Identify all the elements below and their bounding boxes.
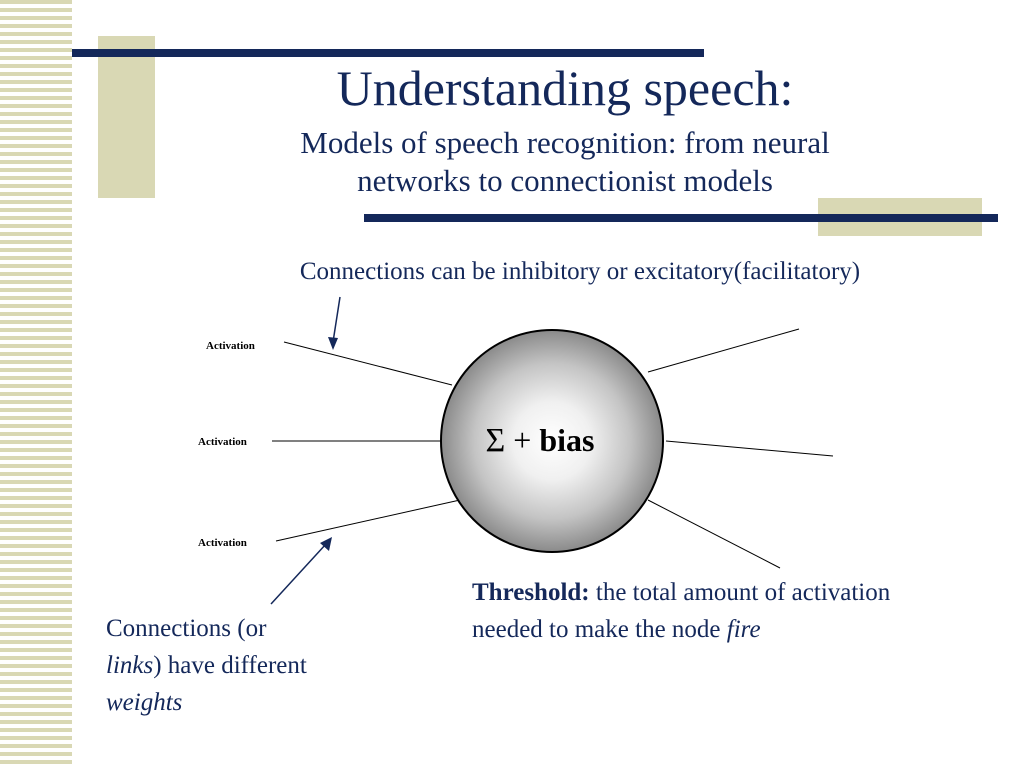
beige-block-left-decoration [98,36,155,198]
slide-subtitle: Models of speech recognition: from neura… [200,124,930,200]
output-connection-2 [665,440,834,457]
pointer-arrow-inhibitory [332,296,341,343]
pointer-arrow-weights [270,543,327,605]
node-label: Σ + bias [440,420,640,461]
subtitle-line-2: networks to connectionist models [357,163,773,198]
sigma-symbol: Σ [485,422,506,459]
activation-label-2: Activation [198,436,247,448]
arrowhead-icon [320,537,332,551]
output-connection-1 [647,328,800,373]
striped-sidebar-decoration [0,0,72,768]
subtitle-line-1: Models of speech recognition: from neura… [300,125,830,160]
weights-weights-word: weights [106,689,183,716]
weights-note: Connections (or links) have different wei… [106,610,406,721]
bias-label: bias [539,422,595,458]
threshold-fire-word: fire [726,616,761,643]
arrowhead-icon [328,337,338,350]
input-connection-3 [275,499,461,542]
slide-title: Understanding speech: [336,60,794,116]
weights-links-word: links [106,652,154,679]
navy-rule-bottom-decoration [364,214,998,222]
navy-rule-top-decoration [72,49,704,57]
weights-text-1: Connections (or [106,615,267,642]
activation-label-1: Activation [206,340,255,352]
input-connection-1 [283,341,453,386]
threshold-label: Threshold: [472,579,590,606]
threshold-note: Threshold: the total amount of activatio… [472,574,922,648]
activation-label-3: Activation [198,537,247,549]
neuron-node [440,329,664,553]
plus-sign: + [505,422,540,458]
output-connection-3 [647,499,781,569]
weights-text-2: ) have different [153,652,307,679]
threshold-text: the total amount of activation needed to… [472,579,891,643]
connection-types-note: Connections can be inhibitory or excitat… [299,258,861,285]
